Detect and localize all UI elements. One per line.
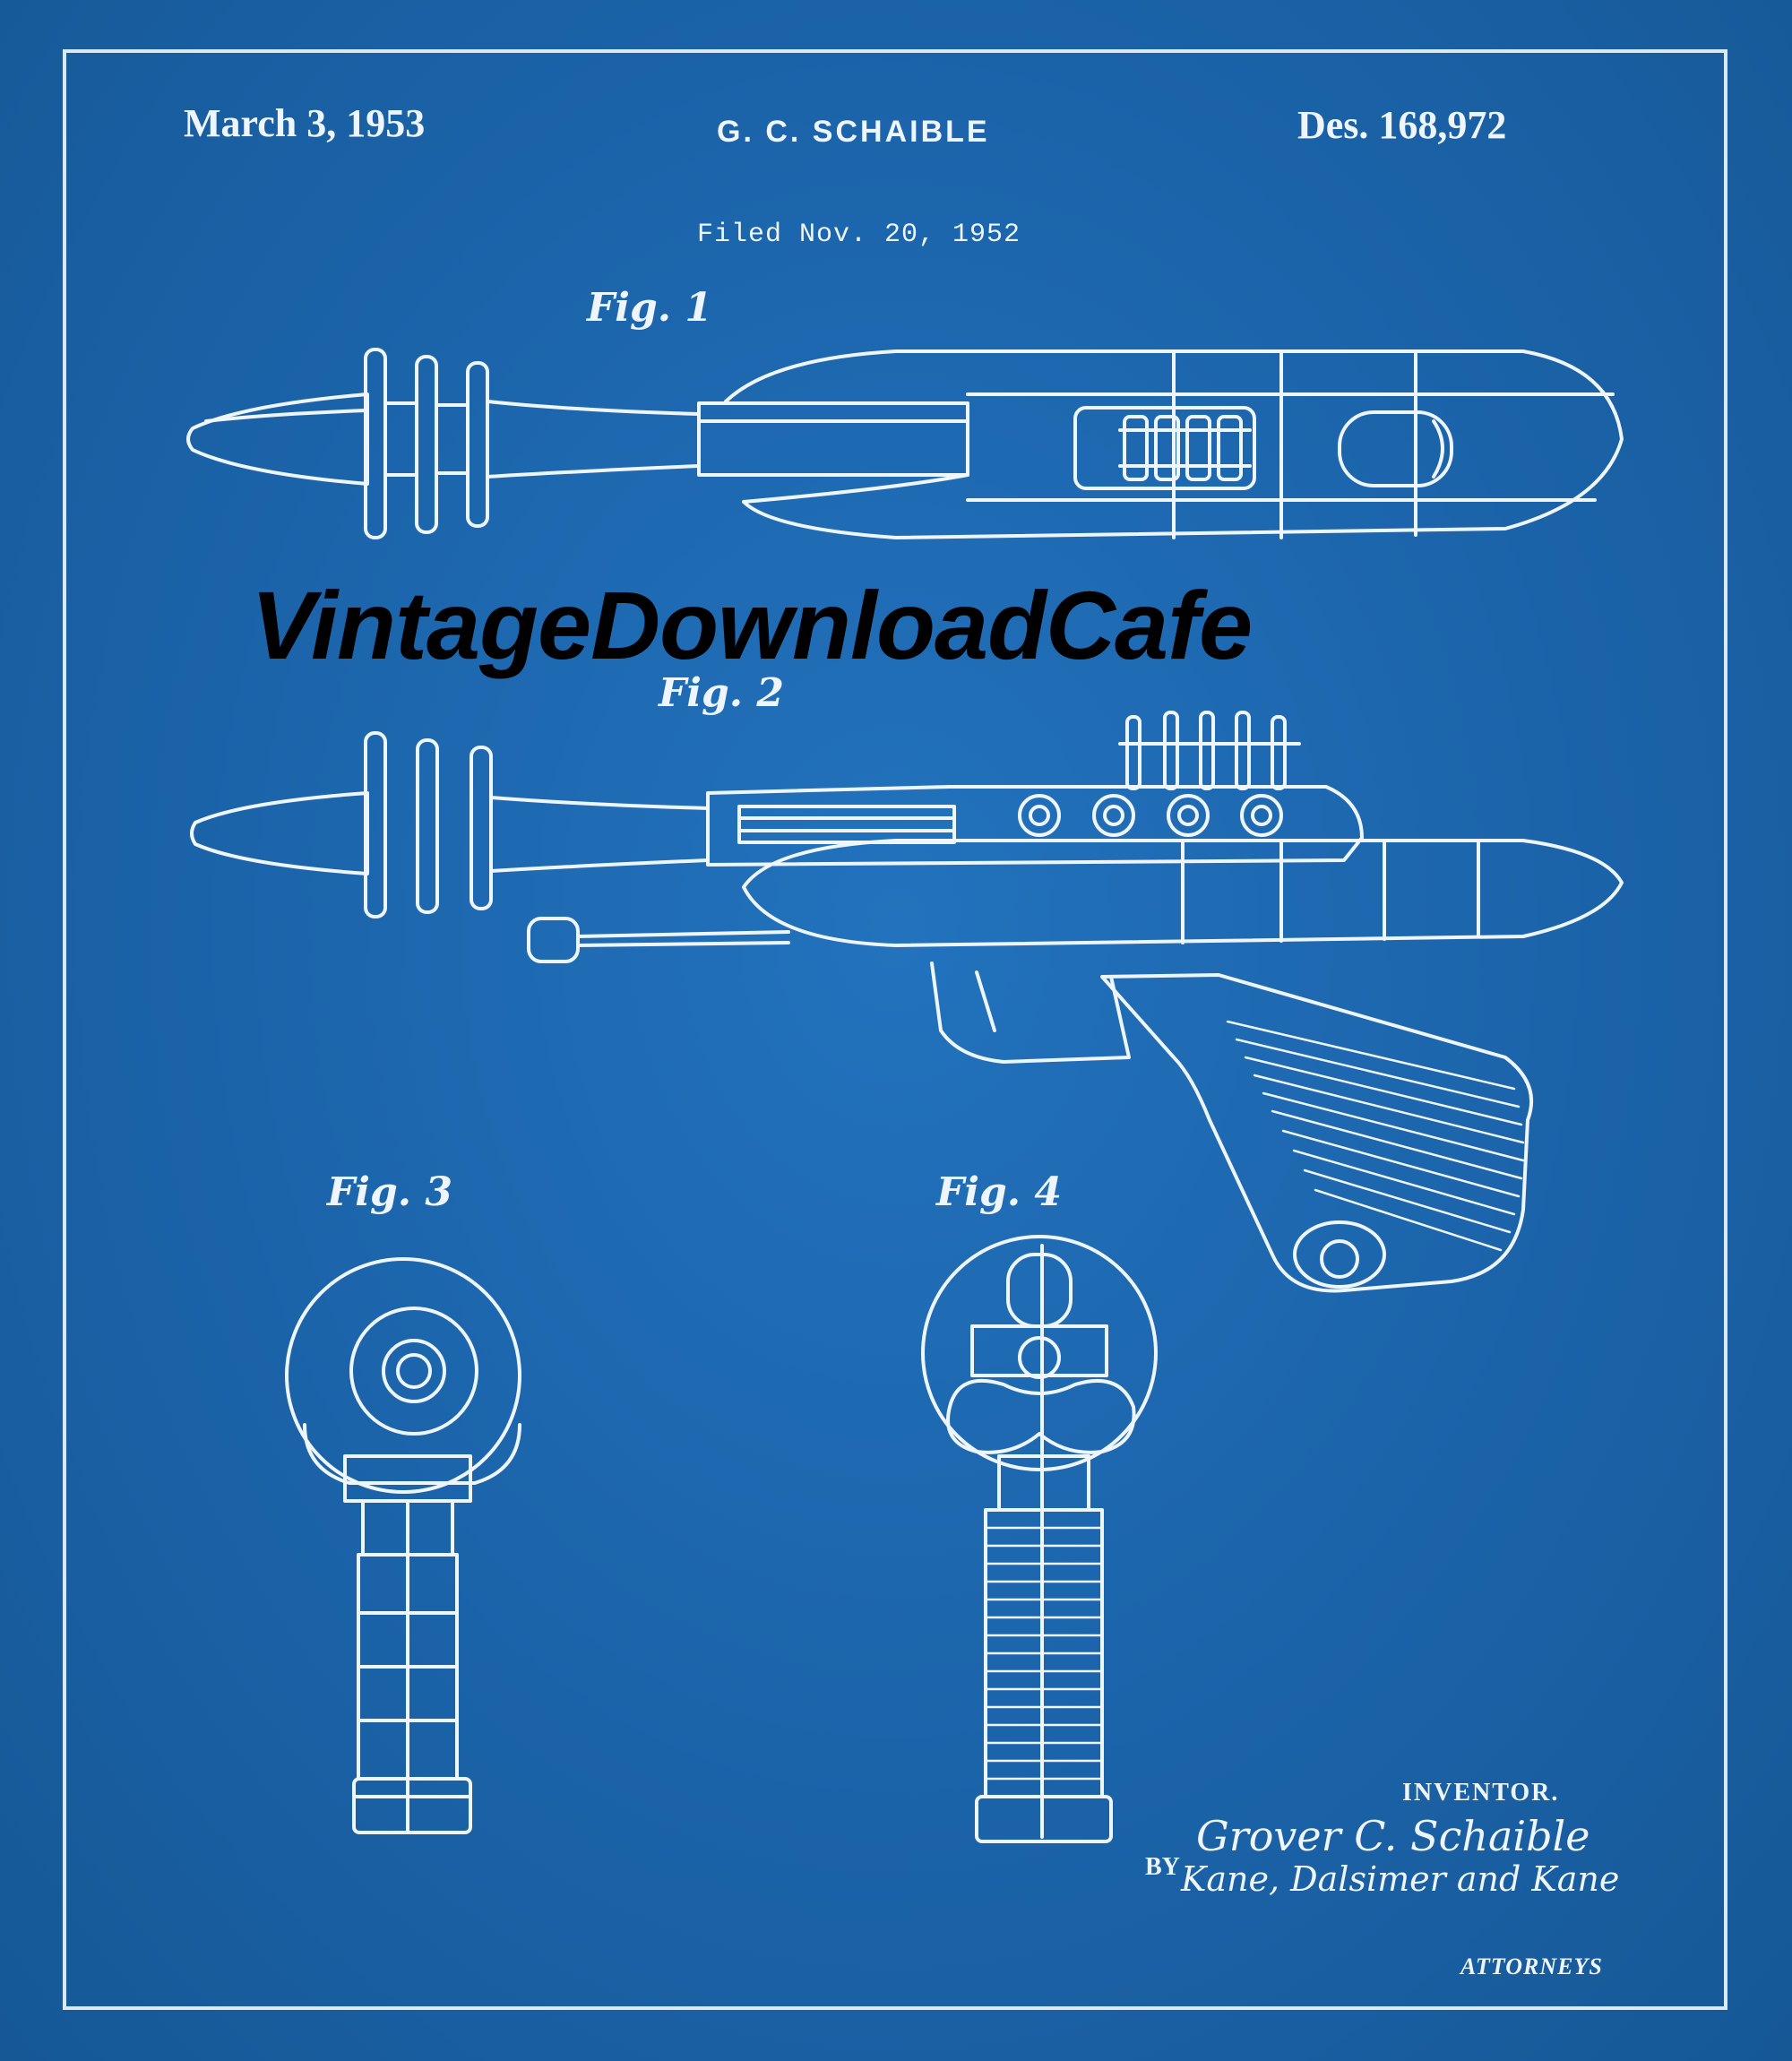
fig4-label: Fig. 4 <box>936 1169 1062 1215</box>
fig3-label: Fig. 3 <box>327 1169 452 1215</box>
fig1-label: Fig. 1 <box>587 285 712 331</box>
fig1-drawing <box>188 349 1622 538</box>
watermark-text: VintageDownloadCafe <box>251 571 1253 679</box>
fig2-label: Fig. 2 <box>659 670 784 716</box>
inventor-signature: Grover C. Schaible <box>1196 1812 1590 1860</box>
by-label: BY <box>1145 1853 1180 1881</box>
inventor-label: INVENTOR. <box>1402 1779 1560 1807</box>
fig4-drawing <box>923 1237 1156 1841</box>
patent-design-number: Des. 168,972 <box>1297 103 1507 147</box>
patent-date: March 3, 1953 <box>184 101 426 145</box>
patent-filed-date: Filed Nov. 20, 1952 <box>697 220 1021 250</box>
attorneys-signature: Kane, Dalsimer and Kane <box>1181 1859 1620 1899</box>
fig2-drawing <box>192 712 1622 1291</box>
patent-inventor-heading: G. C. SCHAIBLE <box>717 115 990 149</box>
attorneys-label: ATTORNEYS <box>1460 1953 1603 1979</box>
blueprint-border <box>63 49 1727 2010</box>
fig3-drawing <box>287 1259 520 1832</box>
